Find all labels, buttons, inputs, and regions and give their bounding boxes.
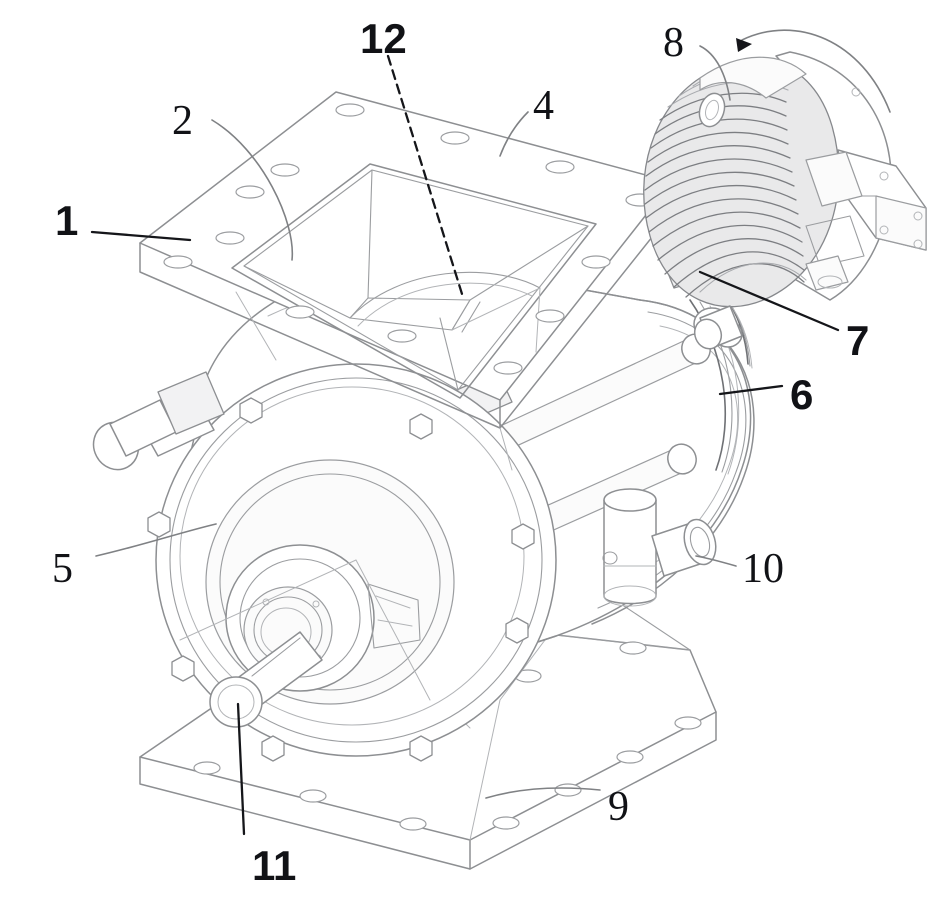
- leader-11: [236, 702, 246, 836]
- leader-5: [95, 523, 217, 557]
- leader-6: [718, 384, 784, 396]
- top-flange-group: [139, 91, 673, 471]
- callout-label-10: 10: [742, 546, 784, 592]
- left-side-port-group: [92, 371, 225, 471]
- leader-9: [485, 787, 601, 799]
- callout-label-4: 4: [533, 83, 554, 129]
- callout-label-9: 9: [608, 784, 629, 830]
- leader-10: [695, 555, 737, 567]
- leader-4: [499, 111, 529, 157]
- leader-12: [386, 54, 464, 296]
- callout-label-7: 7: [846, 317, 870, 364]
- leader-1: [90, 230, 192, 242]
- callout-label-5: 5: [52, 546, 73, 592]
- leader-8-arc: [741, 29, 891, 113]
- callout-label-11: 11: [252, 842, 297, 889]
- callout-label-6: 6: [790, 371, 814, 418]
- callout-label-1: 1: [55, 197, 79, 244]
- callout-label-2: 2: [172, 98, 193, 144]
- leader-8: [699, 45, 731, 101]
- drive-motor-group: [643, 51, 927, 350]
- leader-2: [211, 119, 294, 261]
- leader-8-arrowhead: [736, 38, 752, 52]
- callout-label-12: 12: [360, 15, 407, 62]
- end-cover-group: [147, 363, 557, 762]
- leader-7: [698, 270, 840, 332]
- side-tee-port-group: [602, 488, 717, 607]
- leader-lines-group: [90, 29, 891, 836]
- callout-label-8: 8: [663, 20, 684, 66]
